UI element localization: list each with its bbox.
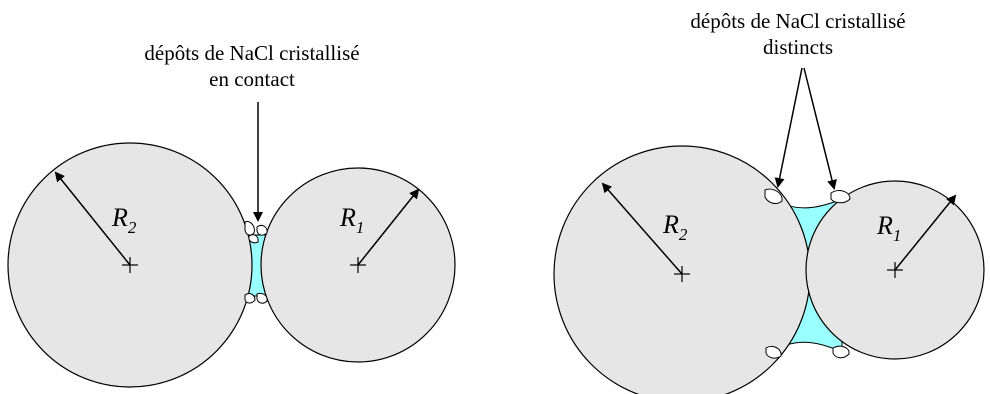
right-caption-line1: dépôts de NaCl cristallisé (690, 9, 905, 33)
right-pointer-arrow-left (778, 68, 802, 186)
left-caption-line1: dépôts de NaCl cristallisé (144, 41, 359, 65)
left-caption-line2: en contact (209, 67, 295, 91)
right-caption-line2: distincts (763, 35, 833, 59)
right-panel: R2 R1 dépôts de NaCl cristallisé distinc… (554, 9, 984, 394)
left-panel: R2 R1 dépôts de NaCl cristallisé en cont… (8, 41, 455, 387)
right-pointer-arrow-right (804, 68, 834, 188)
right-top-crystals (765, 189, 850, 203)
